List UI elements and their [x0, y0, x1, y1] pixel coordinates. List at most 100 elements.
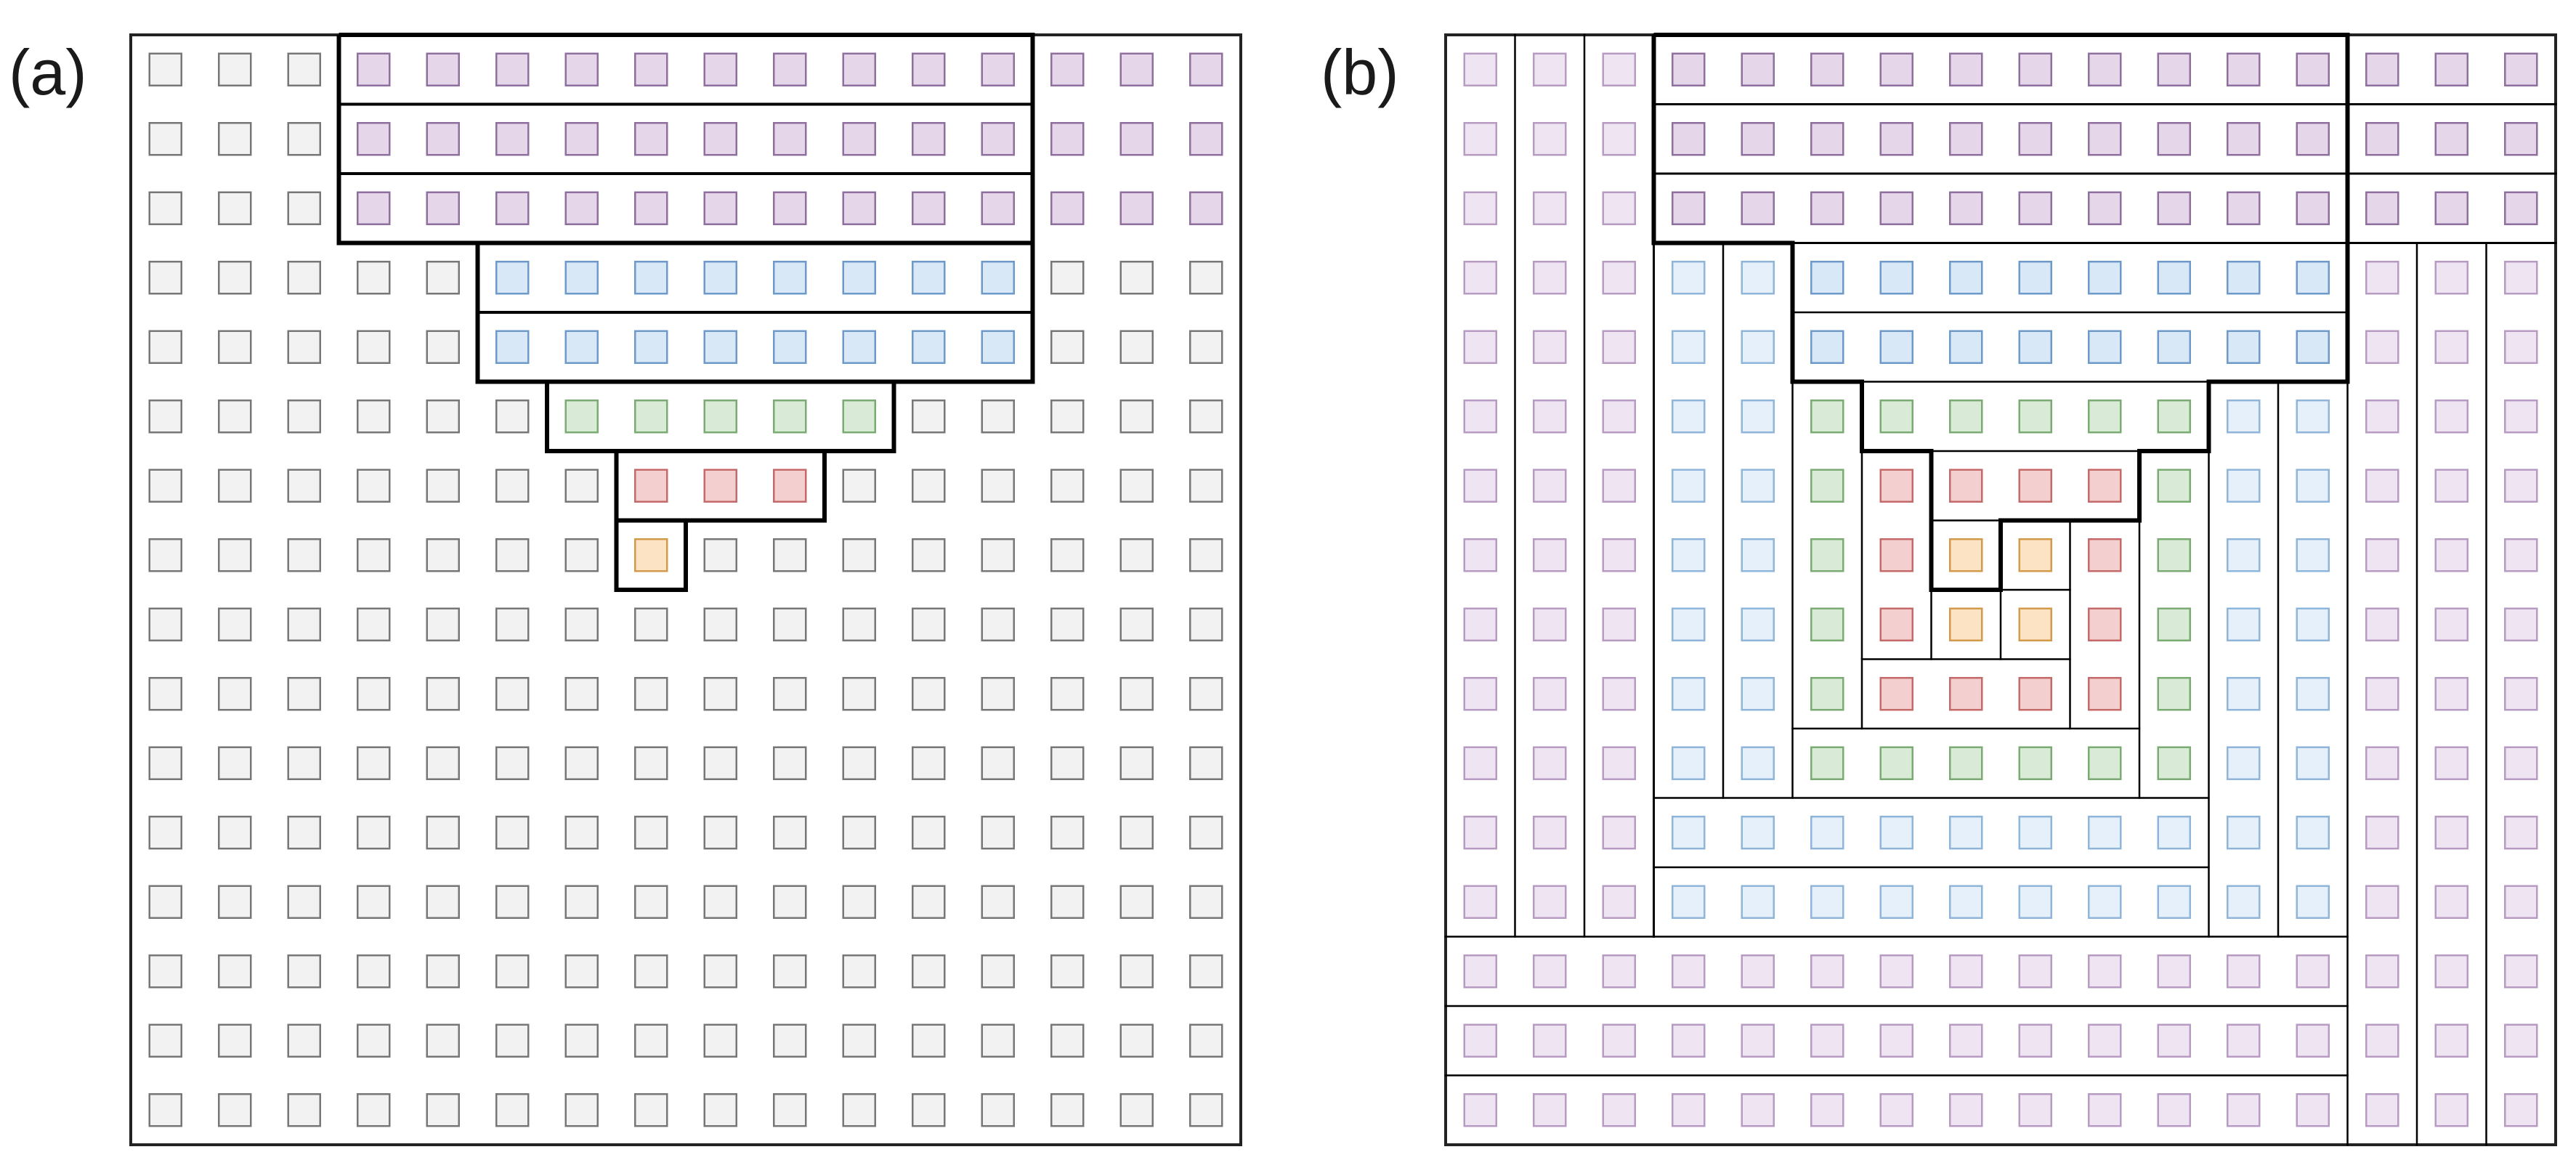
cell-lightblue [1810, 816, 1844, 850]
cell-gray [495, 538, 530, 572]
cell-gray [842, 954, 876, 989]
cell-gray [148, 1093, 182, 1127]
cell-lightpurple [2365, 1023, 2399, 1058]
cell-purple [912, 52, 946, 86]
cell-green [842, 400, 876, 434]
cell-gray [773, 1093, 807, 1127]
cell-lightblue [1741, 330, 1775, 364]
cell-lightpurple [1741, 1023, 1775, 1058]
cell-gray [564, 538, 599, 572]
cell-gray [148, 954, 182, 989]
cell-lightpurple [2227, 954, 2261, 989]
cell-purple [773, 122, 807, 156]
cell-lightpurple [1741, 954, 1775, 989]
cell-lightpurple [2365, 1093, 2399, 1127]
cell-lightpurple [1602, 816, 1636, 850]
cell-blue [1810, 261, 1844, 295]
cell-gray [218, 330, 252, 364]
cell-blue [2227, 261, 2261, 295]
cell-red [634, 469, 668, 503]
cell-lightpurple [1463, 330, 1497, 364]
cell-purple [1810, 52, 1844, 86]
cell-lightblue [1810, 885, 1844, 919]
cell-gray [357, 816, 391, 850]
cell-purple [1879, 191, 1913, 225]
cell-purple [1879, 52, 1913, 86]
cell-blue [495, 330, 530, 364]
cell-lightpurple [2434, 1023, 2468, 1058]
cell-lightpurple [2504, 1023, 2538, 1058]
cell-red [703, 469, 737, 503]
cell-lightpurple [1602, 400, 1636, 434]
cell-red [1879, 538, 1913, 572]
cell-gray [842, 677, 876, 711]
cell-purple [2018, 52, 2052, 86]
cell-red [2088, 538, 2122, 572]
cell-gray [1050, 1093, 1085, 1127]
cell-lightpurple [1949, 954, 1983, 989]
cell-lightblue [2018, 816, 2052, 850]
cell-gray [703, 538, 737, 572]
cell-gray [1189, 885, 1223, 919]
cell-lightpurple [1533, 746, 1567, 780]
cell-gray [1050, 469, 1085, 503]
cell-red [1879, 469, 1913, 503]
cell-blue [495, 261, 530, 295]
cell-purple [773, 191, 807, 225]
cell-purple [634, 52, 668, 86]
cell-lightpurple [1463, 607, 1497, 641]
cell-gray [1119, 469, 1154, 503]
cell-purple [564, 52, 599, 86]
cell-gray [426, 885, 460, 919]
cell-lightpurple [1533, 191, 1567, 225]
cell-lightpurple [1463, 261, 1497, 295]
cell-gray [1050, 607, 1085, 641]
cell-gray [148, 1023, 182, 1058]
cell-green [703, 400, 737, 434]
cell-lightpurple [1533, 261, 1567, 295]
cell-blue [703, 330, 737, 364]
cell-lightpurple [1602, 607, 1636, 641]
cell-gray [495, 400, 530, 434]
cell-gray [426, 816, 460, 850]
cell-gray [842, 1093, 876, 1127]
cell-gray [1189, 469, 1223, 503]
cell-gray [1119, 1023, 1154, 1058]
cell-lightpurple [1463, 677, 1497, 711]
panel-b [1444, 33, 2557, 1146]
cell-purple [2365, 191, 2399, 225]
cell-gray [287, 400, 321, 434]
cell-gray [426, 1093, 460, 1127]
cell-lightpurple [2227, 1023, 2261, 1058]
cell-purple [1119, 191, 1154, 225]
cell-gray [634, 954, 668, 989]
cell-lightpurple [1463, 52, 1497, 86]
cell-blue [564, 261, 599, 295]
cell-lightblue [1741, 400, 1775, 434]
cell-green [2157, 607, 2191, 641]
cell-lightpurple [2504, 954, 2538, 989]
cell-lightpurple [1533, 469, 1567, 503]
cell-lightblue [2227, 400, 2261, 434]
cell-red [1879, 677, 1913, 711]
cell-gray [981, 400, 1015, 434]
cell-purple [2088, 191, 2122, 225]
cell-gray [842, 885, 876, 919]
cell-lightblue [1741, 261, 1775, 295]
cell-purple [2296, 52, 2330, 86]
cell-lightpurple [1533, 816, 1567, 850]
cell-gray [981, 469, 1015, 503]
cell-lightpurple [1463, 538, 1497, 572]
cell-green [1810, 677, 1844, 711]
cell-gray [634, 607, 668, 641]
cell-lightblue [2227, 469, 2261, 503]
cell-lightblue [2227, 885, 2261, 919]
cell-gray [912, 816, 946, 850]
cell-lightpurple [1533, 1023, 1567, 1058]
cell-purple [1050, 191, 1085, 225]
cell-purple [634, 191, 668, 225]
cell-orange [2018, 538, 2052, 572]
cell-purple [912, 122, 946, 156]
cell-gray [495, 1023, 530, 1058]
cell-gray [218, 607, 252, 641]
